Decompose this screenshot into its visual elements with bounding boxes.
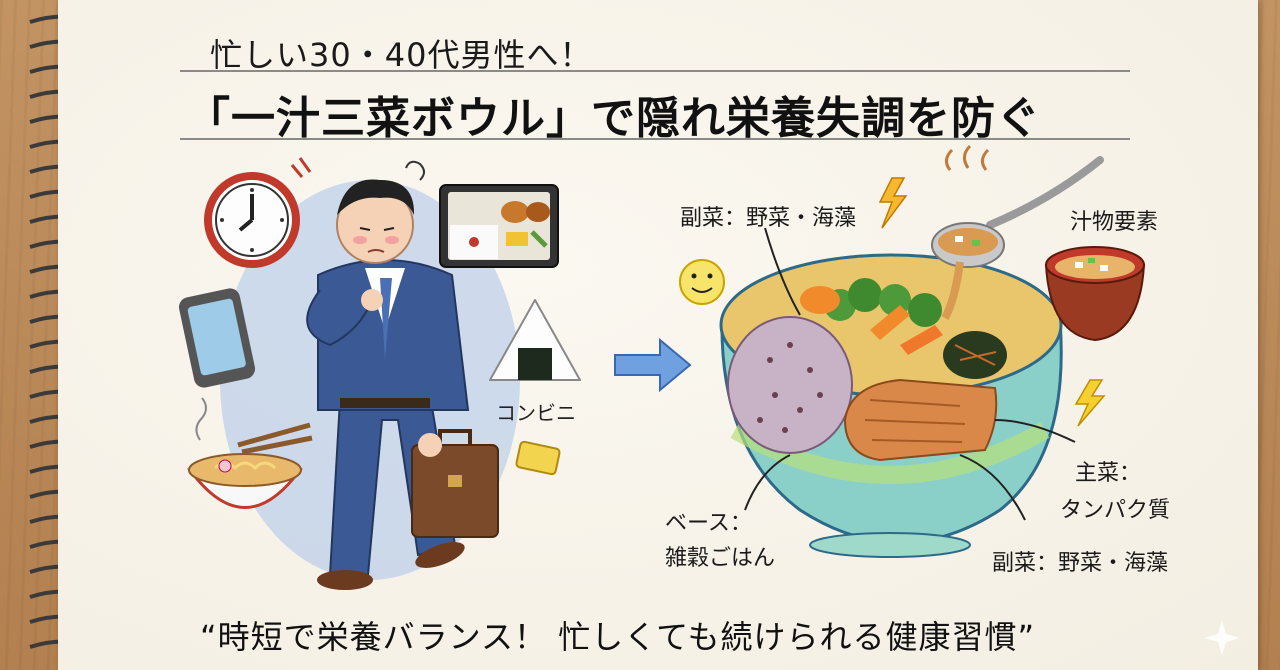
briefcase-icon: [411, 429, 499, 538]
label-main-1: 主菜：: [1075, 461, 1142, 486]
bento-icon: [439, 184, 559, 268]
smiley-icon: [679, 259, 725, 305]
konbini-label: コンビニ: [496, 401, 576, 425]
rice-bowl: [719, 253, 1063, 558]
label-base-2: 雑穀ごはん: [665, 546, 776, 571]
ramen-icon: [187, 397, 313, 509]
label-main-2: タンパク質: [1060, 498, 1171, 523]
ladle-icon: [931, 144, 1104, 320]
miso-soup-icon: [1044, 246, 1146, 342]
footer-tagline: “時短で栄養バランス！ 忙しくても続けられる健康習慣”: [200, 618, 1036, 656]
headline-rule-bottom: [180, 138, 1130, 140]
tired-businessman: [306, 160, 470, 590]
label-soup: 汁物要素: [1070, 210, 1159, 235]
cheese-icon: [515, 440, 561, 476]
lightning-icon: [878, 177, 1106, 427]
clock-icon: [204, 157, 312, 268]
headline-line-1: 忙しい30・40代男性へ！: [210, 36, 593, 74]
headline-rule-top: [180, 70, 1130, 72]
label-pointers: [744, 227, 1076, 521]
label-side-top: 副菜：野菜・海藻: [680, 206, 857, 231]
arrow-right-icon: [614, 337, 692, 393]
label-side-bottom: 副菜：野菜・海藻: [992, 551, 1169, 576]
smartphone-icon: [178, 288, 256, 388]
headline-line-2: 「一汁三菜ボウル」で隠れ栄養失調を防ぐ: [186, 93, 1041, 144]
label-base-1: ベース：: [665, 511, 752, 536]
onigiri-icon: [489, 299, 581, 381]
